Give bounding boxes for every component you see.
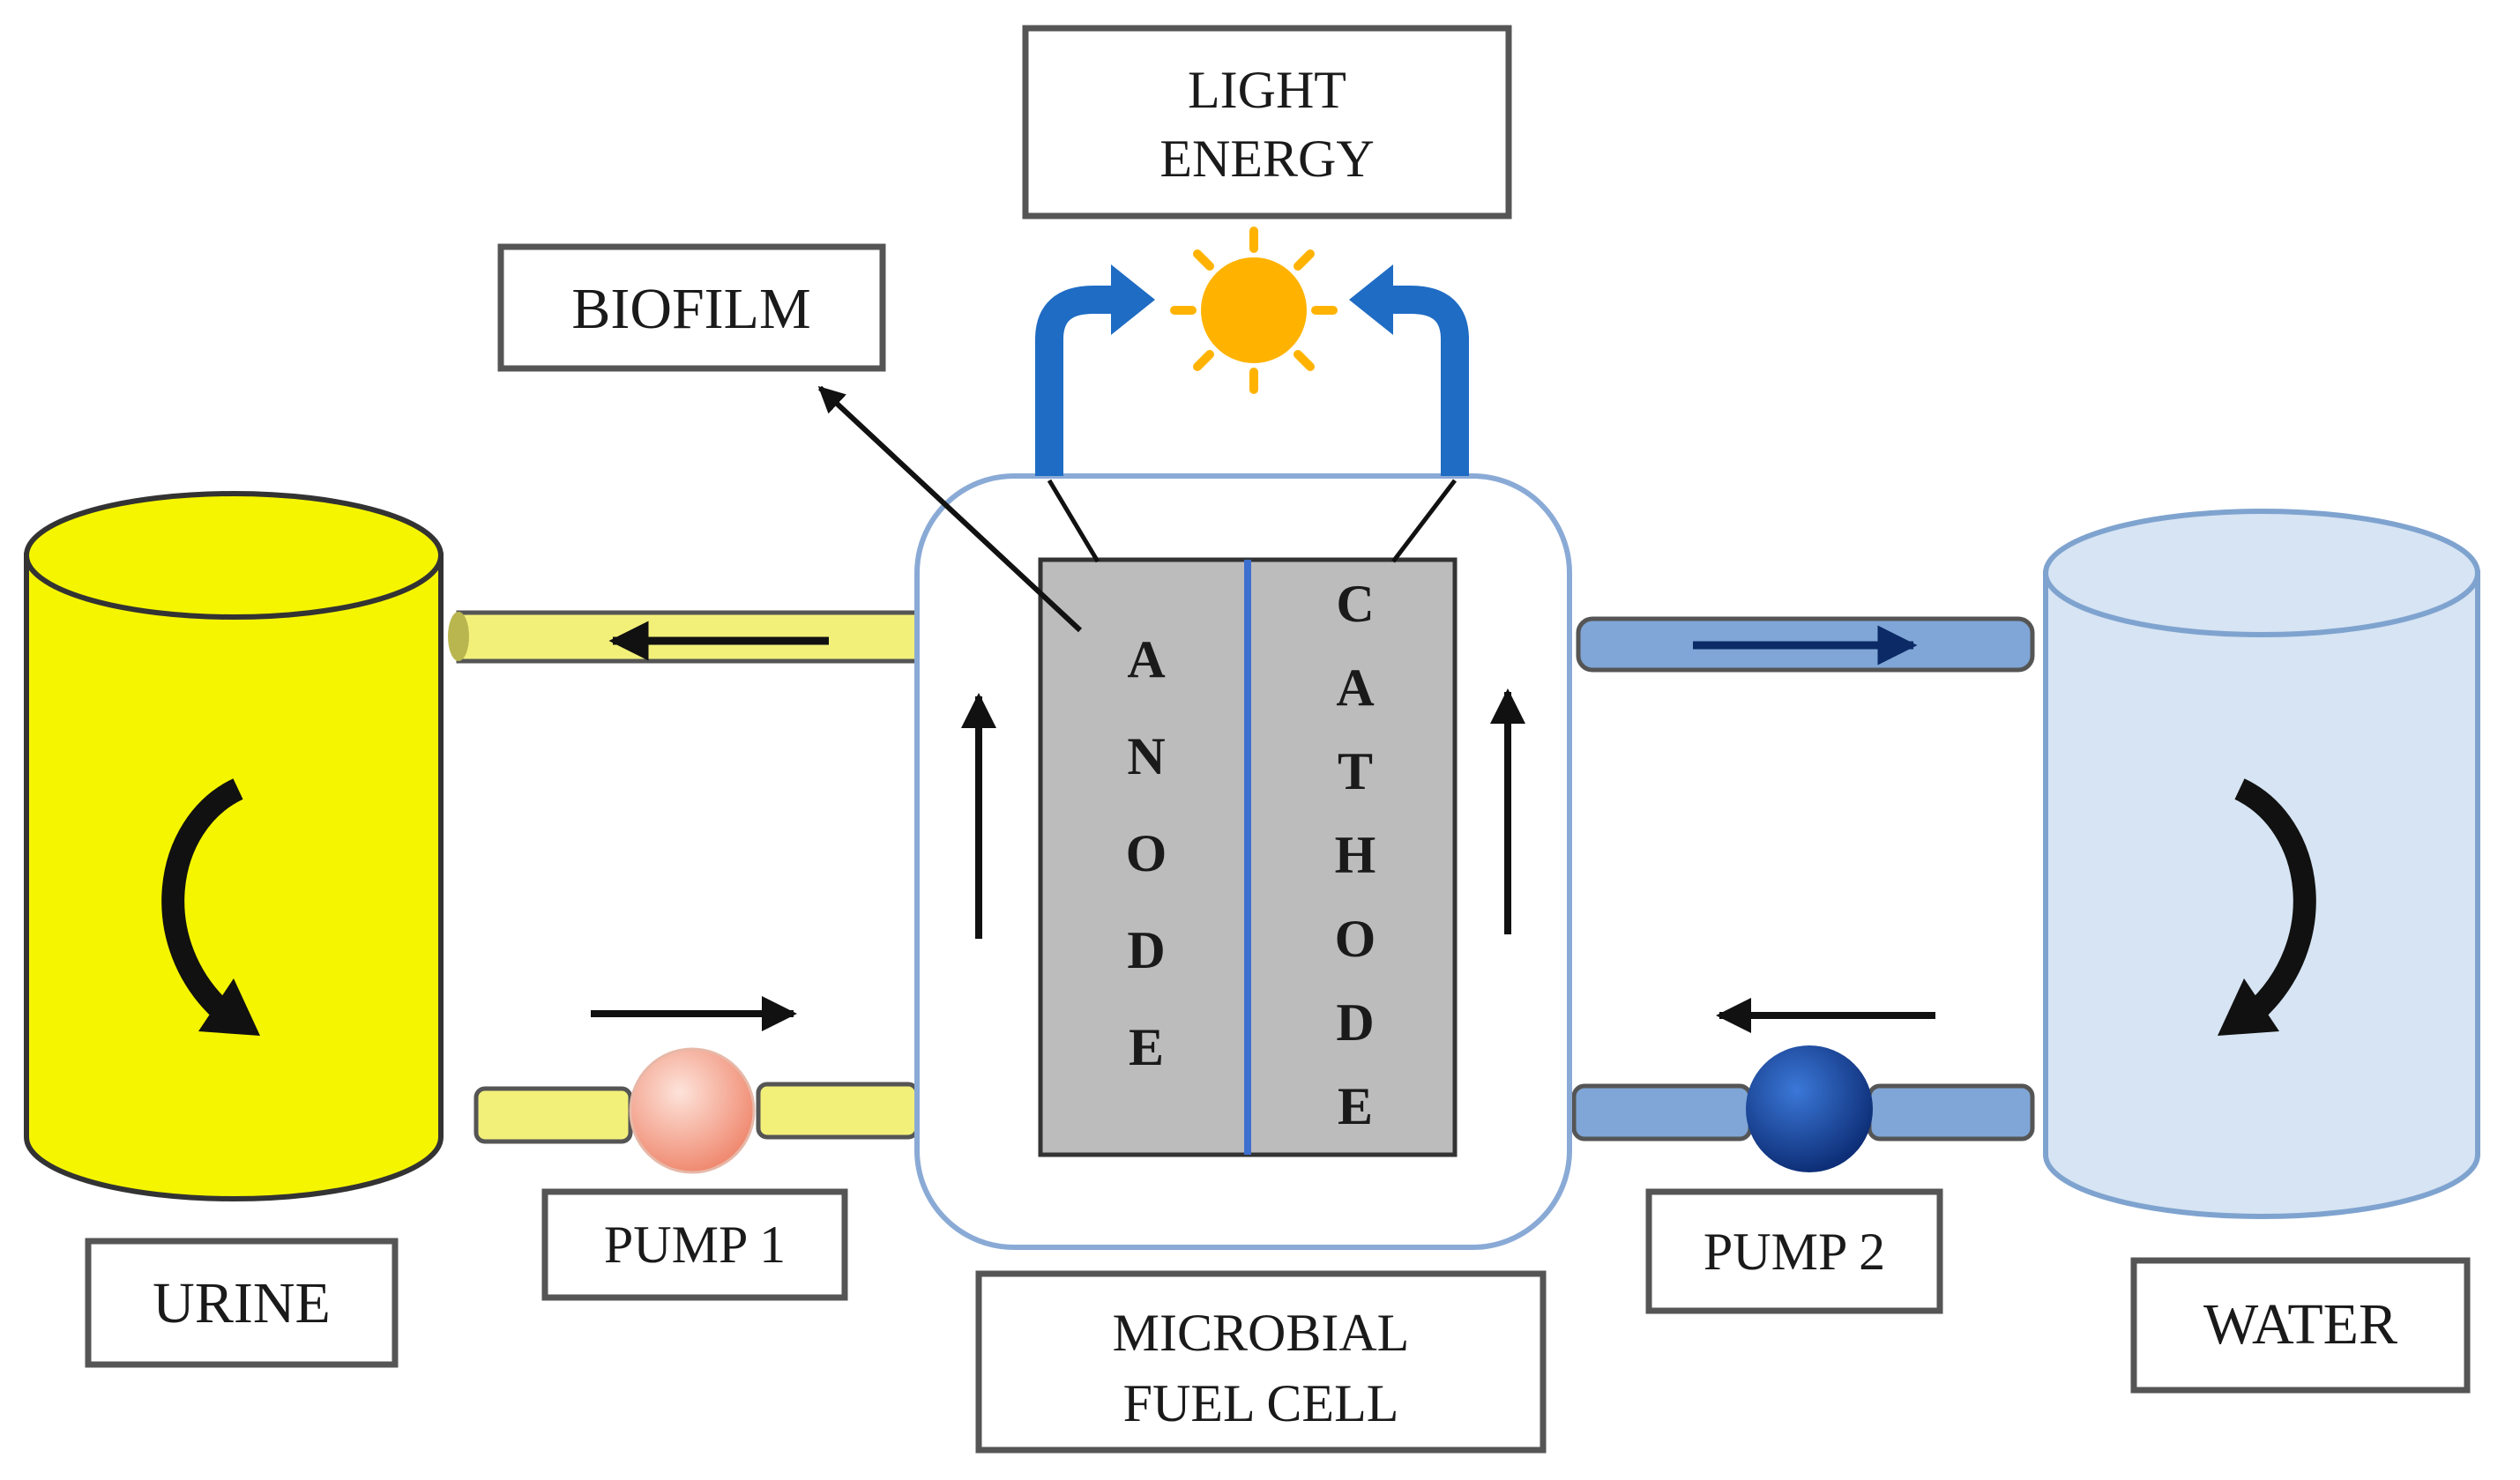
light-energy-label: LIGHT xyxy=(1188,61,1346,119)
cathode-letter: H xyxy=(1335,826,1376,884)
anode-letter: D xyxy=(1127,921,1165,979)
cathode-letter: C xyxy=(1336,575,1374,633)
biofilm-label: BIOFILM xyxy=(571,277,810,341)
water-inlet-pipe xyxy=(1571,1083,2035,1142)
cathode-letter: T xyxy=(1338,742,1373,800)
cathode-wire xyxy=(1391,479,1457,563)
mfc-label: MICROBIAL xyxy=(1113,1304,1410,1362)
rotation-arrow-icon xyxy=(161,778,244,1023)
urine-inlet-pipe xyxy=(473,1082,920,1144)
urine-box: URINE xyxy=(85,1238,399,1368)
anode-letter: N xyxy=(1127,727,1165,785)
water-label: WATER xyxy=(2203,1292,2397,1357)
anode-letter: O xyxy=(1126,824,1167,882)
mfc-label: FUEL CELL xyxy=(1123,1374,1399,1432)
cathode-label: C A T H O D E xyxy=(1335,575,1376,1135)
cathode-letter: D xyxy=(1336,993,1374,1052)
urine-tank xyxy=(24,491,444,1201)
anode-letter: E xyxy=(1129,1018,1164,1076)
urine-label: URINE xyxy=(153,1271,331,1335)
rotation-arrow-head xyxy=(2218,978,2279,1036)
mfc-box: MICROBIAL FUEL CELL xyxy=(975,1270,1547,1454)
light-energy-label: ENERGY xyxy=(1159,130,1374,188)
water-box: WATER xyxy=(2130,1257,2471,1394)
energy-arrow-head xyxy=(1349,264,1393,335)
energy-arrow-icon xyxy=(1389,286,1469,476)
pump-2-icon xyxy=(1746,1045,1873,1172)
biofilm-box: BIOFILM xyxy=(497,243,886,372)
urine-outlet-pipe xyxy=(448,610,920,664)
cathode-letter: E xyxy=(1338,1077,1373,1135)
pump-2-box: PUMP 2 xyxy=(1645,1188,1943,1314)
anode-wire xyxy=(1047,479,1100,563)
anode-letter: A xyxy=(1127,630,1165,688)
water-tank xyxy=(2043,509,2480,1219)
energy-arrow-head xyxy=(1111,264,1155,335)
energy-arrow-icon xyxy=(1035,286,1115,476)
biofilm-pointer xyxy=(817,385,1083,633)
anode-label: A N O D E xyxy=(1126,630,1167,1076)
rotation-arrow-icon xyxy=(2233,778,2316,1023)
rotation-arrow-head xyxy=(198,978,260,1036)
cathode-letter: A xyxy=(1336,658,1374,717)
pump-1-label: PUMP 1 xyxy=(604,1216,786,1274)
light-energy-box: LIGHT ENERGY xyxy=(1022,25,1512,219)
pump-1-box: PUMP 1 xyxy=(541,1188,848,1301)
anode xyxy=(1038,557,1250,1157)
pump-2-label: PUMP 2 xyxy=(1704,1223,1885,1281)
sun-icon xyxy=(1170,227,1338,394)
pump-1-icon xyxy=(629,1047,756,1174)
cathode-letter: O xyxy=(1335,910,1376,968)
